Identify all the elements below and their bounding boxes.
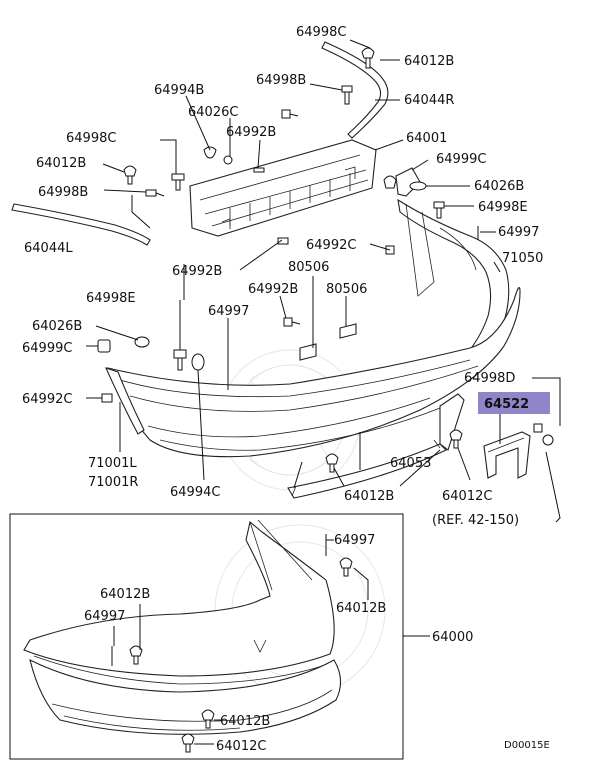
fasteners-top <box>97 47 554 473</box>
label-64012b-left: 64012B <box>36 156 86 171</box>
label-64998c-top: 64998C <box>296 25 346 40</box>
moulding-71001 <box>104 367 145 435</box>
label-64001: 64001 <box>406 131 447 146</box>
label-64998b-top: 64998B <box>256 73 306 88</box>
bracket-80506-b <box>339 323 357 339</box>
label-64992b-lower: 64992B <box>248 282 298 297</box>
label-64998e-right: 64998E <box>478 200 528 215</box>
fasteners-inset <box>111 534 353 753</box>
label-64994c: 64994C <box>170 485 220 500</box>
label-64998b-left: 64998B <box>38 185 88 200</box>
label-80506-lower: 80506 <box>326 282 367 297</box>
label-64012b-bottom: 64012B <box>344 489 394 504</box>
label-64998e-left: 64998E <box>86 291 136 306</box>
bumper-assembly-64000 <box>23 519 342 735</box>
label-64992b-mid: 64992B <box>172 264 222 279</box>
label-64997-inset-top: 64997 <box>334 533 375 548</box>
label-71001r: 71001R <box>88 475 138 490</box>
label-64000: 64000 <box>432 630 473 645</box>
label-64998c-left: 64998C <box>66 131 116 146</box>
label-64026b-right: 64026B <box>474 179 524 194</box>
label-64998d: 64998D <box>464 371 515 386</box>
label-64012b-top: 64012B <box>404 54 454 69</box>
label-64992b-top: 64992B <box>226 125 276 140</box>
label-ref-42-150: (REF. 42-150) <box>432 513 519 528</box>
label-64044r: 64044R <box>404 93 454 108</box>
label-64026c: 64026C <box>188 105 238 120</box>
label-64994b: 64994B <box>154 83 204 98</box>
rail-64044l <box>11 203 151 246</box>
label-64999c-right: 64999C <box>436 152 486 167</box>
label-64992c-mid: 64992C <box>306 238 356 253</box>
label-64053: 64053 <box>390 456 431 471</box>
rail-64044r <box>321 41 389 139</box>
bumper-fascia-main <box>107 286 521 458</box>
label-64026b-left: 64026B <box>32 319 82 334</box>
diagram-code: D00015E <box>504 740 550 751</box>
bracket-64522 <box>483 431 531 479</box>
label-71050: 71050 <box>502 251 543 266</box>
callout-labels: 64998C 64012B 64998B 64994B 64044R 64026… <box>22 25 550 754</box>
label-64012c-bottom: 64012C <box>442 489 492 504</box>
label-64012b-inset-left: 64012B <box>100 587 150 602</box>
label-64997-mid: 64997 <box>208 304 249 319</box>
highlight-64522 <box>478 392 550 414</box>
reinforcement-64001 <box>189 139 377 237</box>
leader-lines <box>86 39 561 523</box>
label-64012b-inset-bottom: 64012B <box>220 714 270 729</box>
label-64999c-left: 64999C <box>22 341 72 356</box>
label-64012c-inset-bottom: 64012C <box>216 739 266 754</box>
label-64012b-inset-right: 64012B <box>336 601 386 616</box>
label-64997-right: 64997 <box>498 225 539 240</box>
bracket-80506-a <box>299 343 317 361</box>
label-71001l: 71001L <box>88 456 137 471</box>
label-64997-inset-left: 64997 <box>84 609 125 624</box>
label-64044l: 64044L <box>24 241 73 256</box>
label-64522: 64522 <box>484 397 529 412</box>
label-80506-top: 80506 <box>288 260 329 275</box>
label-64992c-left: 64992C <box>22 392 72 407</box>
bracket-64053 <box>287 393 465 499</box>
leader-lines-inset <box>113 539 369 745</box>
